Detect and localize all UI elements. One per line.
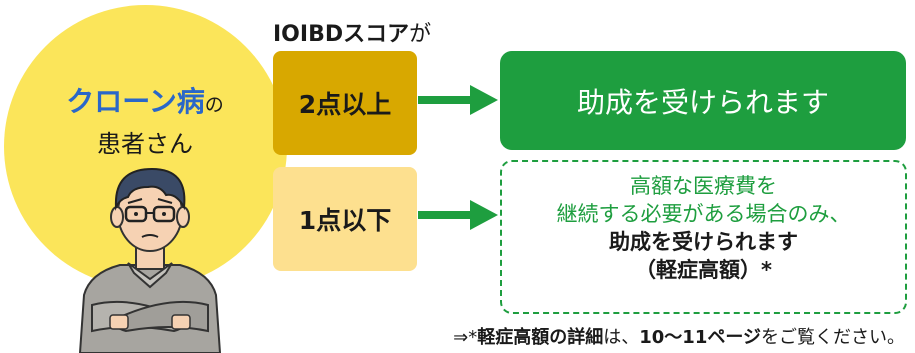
patient-subtitle: 患者さん [97,130,193,158]
result-low-line3: 助成を受けられます [609,230,798,254]
footnote-prefix: ⇒* [453,327,478,348]
disease-particle: の [204,94,224,116]
score-high-label: 2点以上 [298,90,392,119]
result-high-box: 助成を受けられます [500,51,906,150]
score-particle: が [409,22,432,47]
score-high-box: 2点以上 [273,51,417,155]
arrow-right-icon [418,200,498,230]
result-low-line2: 継続する必要がある場合のみ、 [556,202,851,226]
worried-man-illustration [78,167,222,353]
footnote-bold1: 軽症高額の詳細 [477,327,604,348]
score-name: IOIBDスコア [273,22,410,47]
result-low-box: 高額な医療費を 継続する必要がある場合のみ、 助成を受けられます （軽症高額）* [500,160,907,314]
score-header: IOIBDスコアが [273,16,431,48]
result-low-line1: 高額な医療費を [630,174,777,198]
footnote: ⇒*軽症高額の詳細は、10〜11ページをご覧ください。 [453,323,905,349]
score-low-box: 1点以下 [273,167,417,271]
result-high-label: 助成を受けられます [576,85,829,119]
arrow-right-icon [418,85,498,115]
footnote-bold2: 10〜11ページ [639,327,761,348]
patient-title: クローン病の [0,80,290,120]
result-low-line4: （軽症高額）* [635,258,772,282]
score-low-label: 1点以下 [298,206,392,235]
disease-name: クローン病 [66,85,205,118]
footnote-suffix: をご覧ください。 [761,327,905,348]
footnote-mid1: は、 [603,327,640,348]
